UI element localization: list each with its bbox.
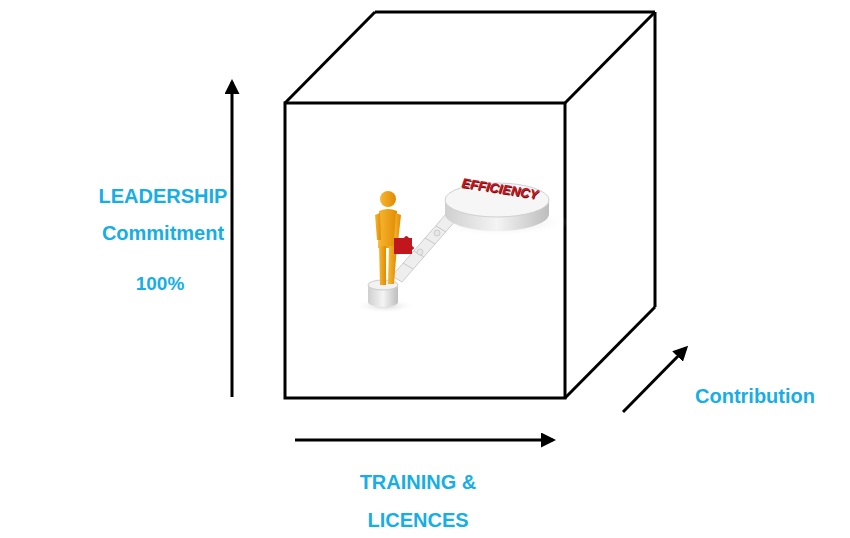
puzzle-knob xyxy=(434,230,440,236)
puzzle-path xyxy=(392,214,456,282)
cube-edge xyxy=(654,12,657,307)
axis-arrow xyxy=(231,82,234,397)
red-puzzle-piece xyxy=(394,236,414,254)
axis-label: Contribution xyxy=(670,383,840,409)
cube-edge xyxy=(285,12,375,103)
cube-edge xyxy=(565,12,655,103)
axis-label: LEADERSHIP Commitment xyxy=(98,178,228,252)
cube-front-face xyxy=(285,103,565,398)
axis-arrow xyxy=(623,348,686,412)
axis-arrow xyxy=(295,439,553,442)
cube-edge xyxy=(565,307,655,398)
axis-label: TRAINING & LICENCES xyxy=(318,463,518,538)
cube-edge xyxy=(375,11,655,14)
axis-value: 100% xyxy=(120,271,200,297)
efficiency-illustration xyxy=(355,183,570,313)
cube-outline xyxy=(285,12,655,398)
puzzle-knob xyxy=(417,249,423,255)
